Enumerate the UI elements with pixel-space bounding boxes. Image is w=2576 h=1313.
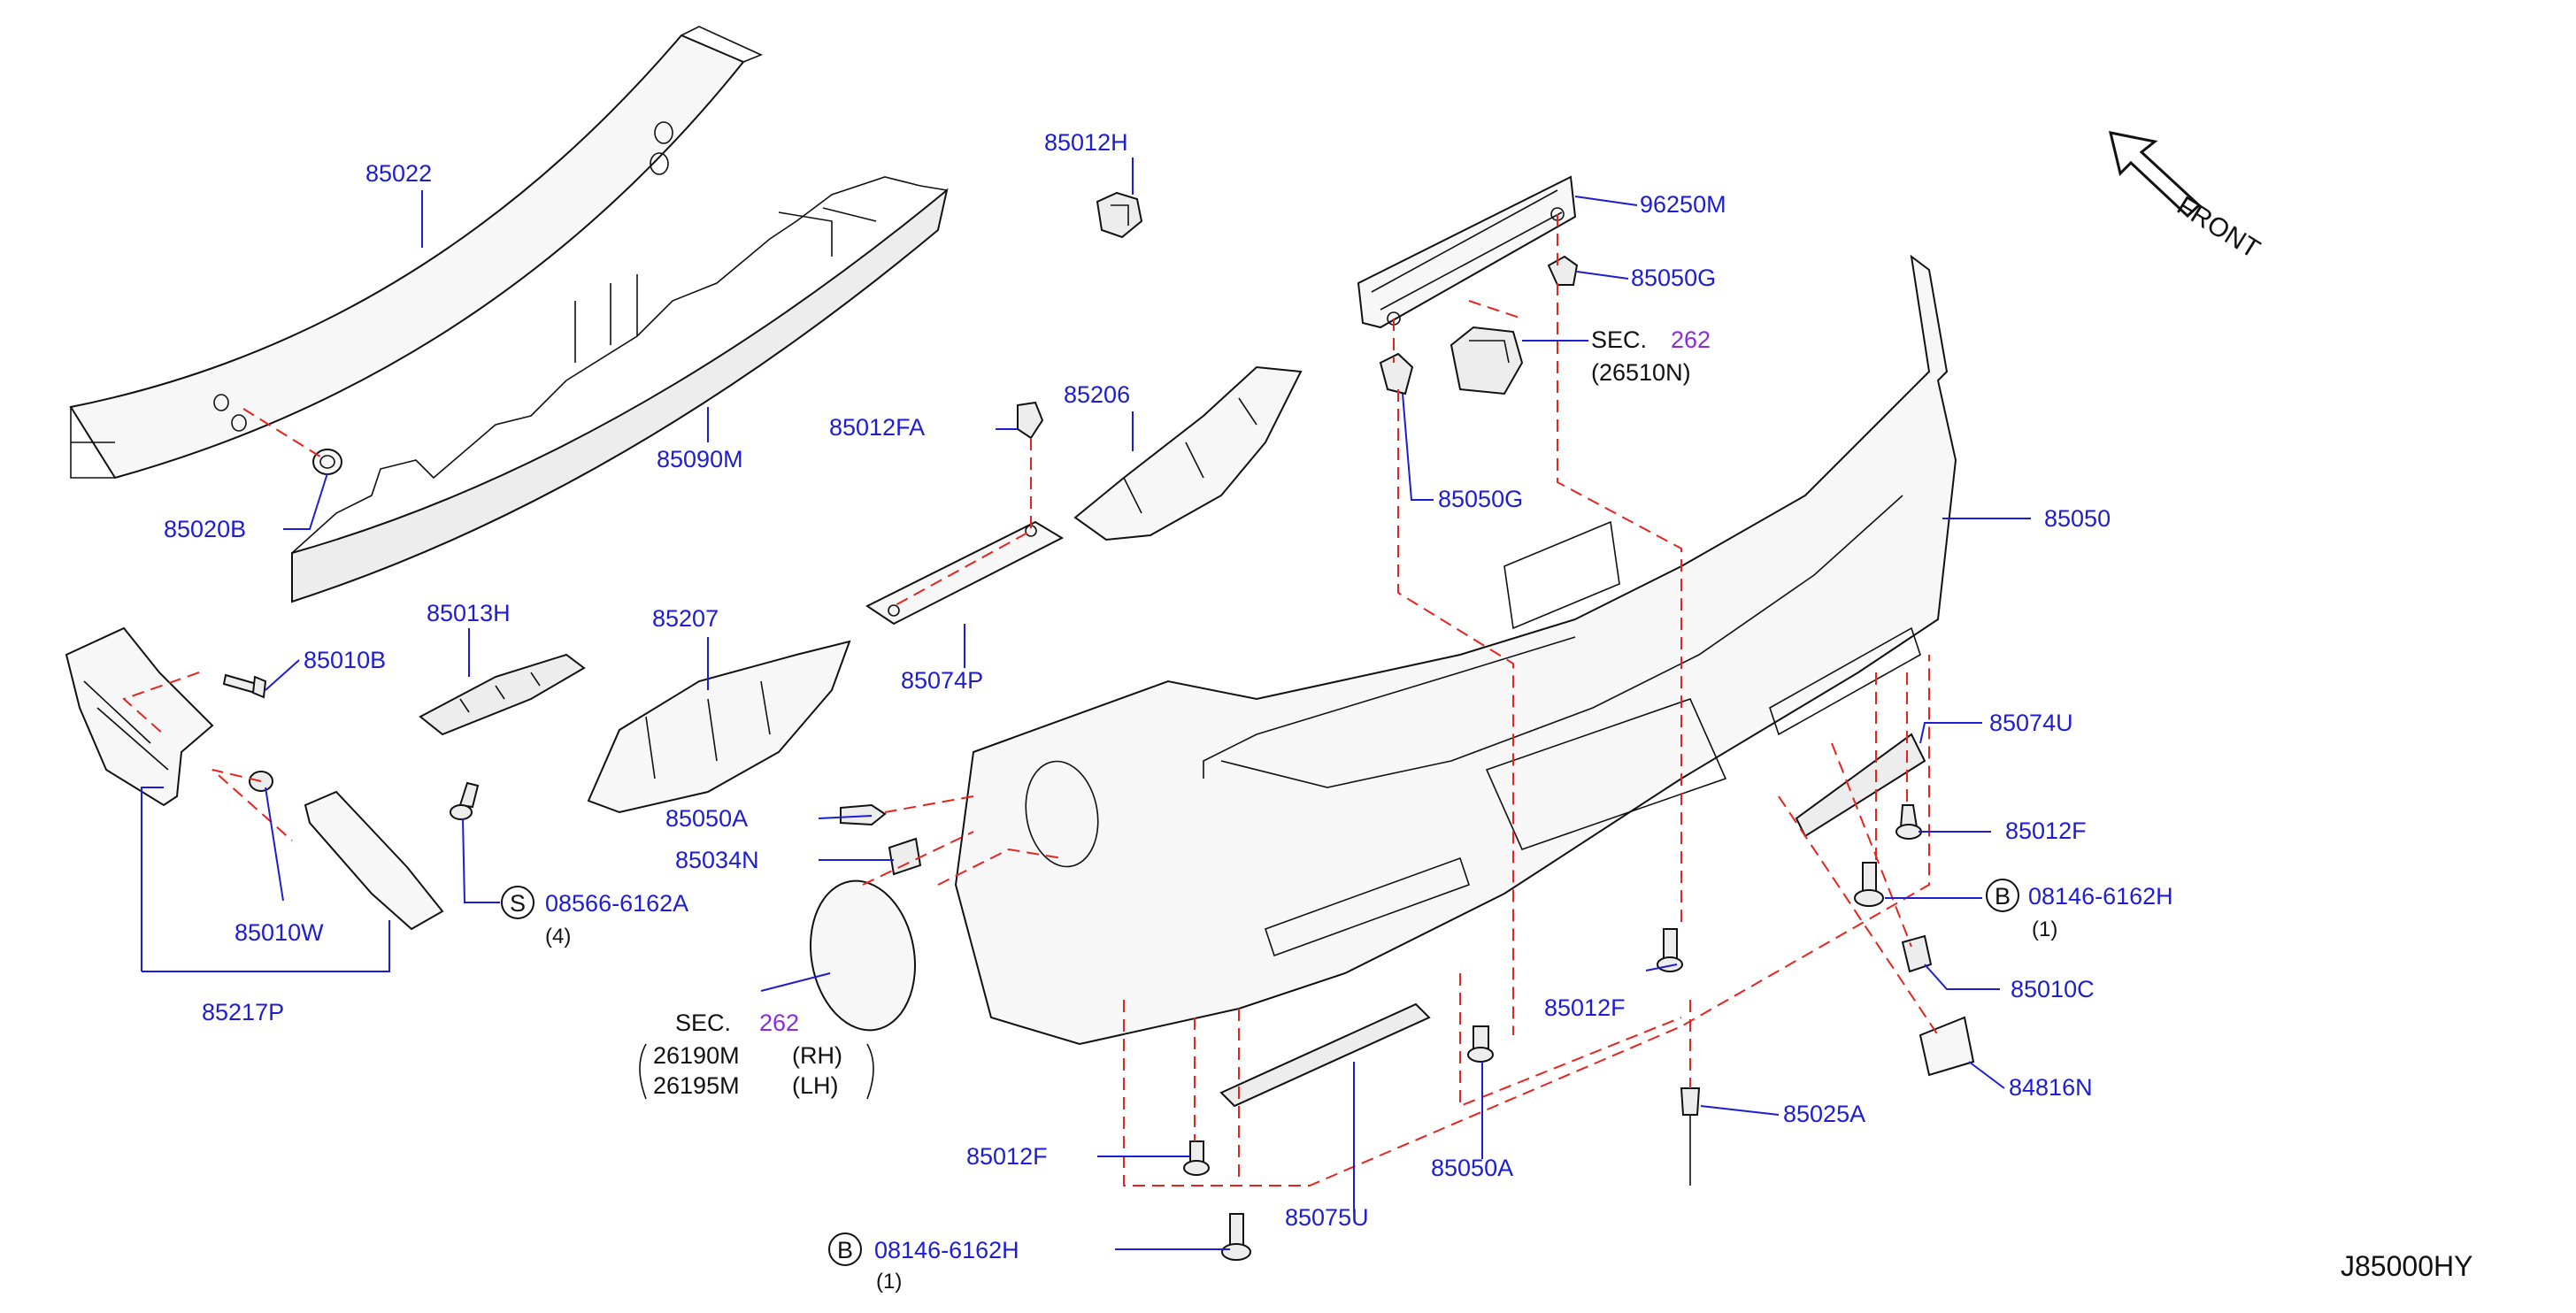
side-bracket-85217P bbox=[65, 626, 214, 807]
leader-lines bbox=[141, 157, 2031, 1250]
label-08146-6162H-right[interactable]: 08146-6162H bbox=[2028, 883, 2173, 910]
bolt-08146-6162H-right bbox=[1854, 862, 1884, 907]
pad-84816N bbox=[1919, 1016, 1975, 1077]
pad-85034N bbox=[888, 837, 922, 876]
reflector-26190M bbox=[810, 879, 916, 1032]
rivet-85025A bbox=[1680, 1087, 1701, 1186]
label-85010W[interactable]: 85010W bbox=[235, 919, 324, 946]
diagram-id: J85000HY bbox=[2341, 1250, 2472, 1282]
label-85050A-low[interactable]: 85050A bbox=[1431, 1155, 1513, 1181]
label-85206[interactable]: 85206 bbox=[1064, 381, 1130, 408]
clip-85050A-low bbox=[1467, 1025, 1494, 1063]
label-08566-6162A[interactable]: 08566-6162A bbox=[545, 890, 688, 917]
bracket-85206 bbox=[1073, 365, 1303, 541]
label-85050G-mid[interactable]: 85050G bbox=[1438, 486, 1523, 512]
qty-08146-6162H-low: (1) bbox=[876, 1270, 902, 1294]
sec-262-low-number[interactable]: 262 bbox=[759, 1010, 799, 1036]
connector-26510N bbox=[1449, 326, 1524, 395]
b-circle-right: B bbox=[1995, 883, 2011, 910]
label-85010C[interactable]: 85010C bbox=[2011, 976, 2095, 1002]
label-85020B[interactable]: 85020B bbox=[164, 516, 246, 542]
label-85050G-top[interactable]: 85050G bbox=[1631, 265, 1716, 291]
label-85074P[interactable]: 85074P bbox=[901, 667, 983, 694]
label-85050A-left[interactable]: 85050A bbox=[665, 805, 748, 832]
bolt-08146-6162H-right-label[interactable]: B 08146-6162H (1) bbox=[1986, 879, 2173, 941]
bolt-08146-6162H-low bbox=[1221, 1213, 1251, 1261]
label-96250M[interactable]: 96250M bbox=[1640, 191, 1726, 218]
seal-strip-85074P bbox=[865, 520, 1065, 626]
nut-85020B bbox=[312, 449, 342, 475]
label-84816N[interactable]: 84816N bbox=[2009, 1074, 2093, 1101]
front-arrow-icon bbox=[2108, 131, 2202, 219]
screw-08566-6162A-label[interactable]: S 08566-6162A (4) bbox=[501, 886, 688, 948]
bracket-85207 bbox=[587, 640, 851, 814]
side-trim-85010W bbox=[304, 790, 444, 931]
label-85075U[interactable]: 85075U bbox=[1285, 1204, 1369, 1231]
code-26195M: 26195M bbox=[653, 1072, 740, 1099]
clip-85050G-top bbox=[1547, 255, 1579, 286]
qty-08566-6162A: (4) bbox=[545, 925, 571, 948]
b-circle-low: B bbox=[837, 1237, 853, 1263]
label-85217P[interactable]: 85217P bbox=[202, 999, 284, 1025]
front-label: FRONT bbox=[2172, 191, 2265, 265]
part-labels: 85022 85020B 85090M 85012H 96250M 85050G… bbox=[164, 129, 2472, 1294]
label-85090M[interactable]: 85090M bbox=[657, 446, 743, 472]
clip-85012FA bbox=[1017, 401, 1044, 440]
side-rh: (RH) bbox=[792, 1042, 842, 1069]
sec-262-top-number[interactable]: 262 bbox=[1671, 326, 1711, 353]
label-85050[interactable]: 85050 bbox=[2044, 505, 2111, 532]
dashed-guide-lines bbox=[122, 214, 1939, 1186]
reinforcement-beam-85022 bbox=[69, 26, 764, 480]
code-26190M: 26190M bbox=[653, 1042, 740, 1069]
bumper-fascia-85050 bbox=[954, 254, 1957, 1046]
sec-262-top-prefix: SEC. bbox=[1591, 326, 1647, 353]
label-85010B[interactable]: 85010B bbox=[304, 647, 386, 673]
label-85034N[interactable]: 85034N bbox=[675, 847, 759, 873]
bolt-08146-6162H-low-label[interactable]: B 08146-6162H (1) bbox=[828, 1232, 1019, 1294]
label-85012H[interactable]: 85012H bbox=[1044, 129, 1128, 156]
qty-08146-6162H-right: (1) bbox=[2032, 918, 2057, 941]
bracket-96250M bbox=[1357, 175, 1577, 329]
label-85012F-right[interactable]: 85012F bbox=[2005, 818, 2087, 844]
label-08146-6162H-low[interactable]: 08146-6162H bbox=[874, 1237, 1019, 1263]
label-85012F-low[interactable]: 85012F bbox=[966, 1143, 1048, 1170]
label-85207[interactable]: 85207 bbox=[652, 605, 719, 632]
label-85012FA[interactable]: 85012FA bbox=[829, 414, 925, 441]
label-85022[interactable]: 85022 bbox=[365, 160, 432, 187]
bolt-85010B bbox=[222, 673, 267, 699]
lower-seal-85075U bbox=[1219, 1002, 1431, 1108]
sec-262-low-prefix: SEC. bbox=[675, 1010, 731, 1036]
bolt-85012F-low bbox=[1183, 1140, 1210, 1176]
bolt-85012F-mid bbox=[1657, 928, 1683, 972]
label-85012F-mid[interactable]: 85012F bbox=[1544, 994, 1626, 1021]
clip-85010C bbox=[1901, 934, 1933, 973]
sec-262-lower-block: SEC. 262 26190M (RH) 26195M (LH) bbox=[639, 1010, 874, 1100]
clip-85012H bbox=[1096, 191, 1143, 239]
s-circle: S bbox=[510, 890, 526, 917]
label-85074U[interactable]: 85074U bbox=[1989, 710, 2073, 736]
clip-85050G-mid bbox=[1379, 352, 1414, 395]
sec-262-top-subpart: (26510N) bbox=[1591, 359, 1691, 386]
bolt-85012F-right bbox=[1895, 804, 1922, 840]
retainer-85013H bbox=[419, 653, 586, 736]
label-85013H[interactable]: 85013H bbox=[427, 600, 511, 626]
energy-absorber-85090M bbox=[291, 176, 949, 603]
side-lh: (LH) bbox=[792, 1072, 839, 1099]
label-85025A[interactable]: 85025A bbox=[1783, 1101, 1865, 1127]
screw-08566-6162A bbox=[450, 781, 480, 820]
clip-85050A-left bbox=[840, 803, 887, 826]
